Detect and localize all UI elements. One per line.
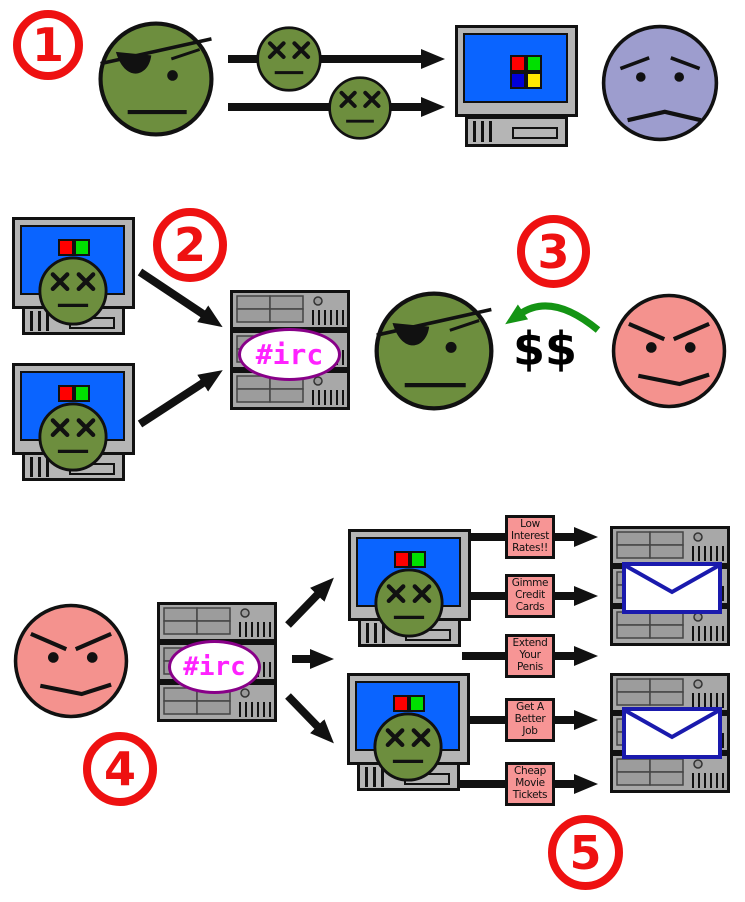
step-number: 4	[103, 742, 136, 796]
spam-message-box: Get A Better Job	[505, 698, 555, 742]
vent-lines	[473, 121, 495, 143]
irc-server: #irc	[230, 290, 350, 410]
irc-channel-bubble: #irc	[238, 328, 341, 381]
envelope-icon	[622, 562, 722, 614]
step-badge-1: 1	[13, 10, 83, 80]
infected-computer-4	[347, 673, 470, 793]
logo-square-yellow	[526, 72, 542, 89]
step-number: 5	[569, 825, 602, 880]
dead-face-icon	[372, 711, 444, 783]
spam-message-box: Gimme Credit Cards	[505, 574, 555, 618]
mail-server-2	[610, 673, 730, 793]
windows-logo-icon	[58, 385, 90, 402]
vent-lines	[30, 457, 52, 477]
step-badge-4: 4	[83, 732, 157, 806]
angry-face-icon	[12, 602, 130, 720]
step-badge-2: 2	[153, 208, 227, 282]
logo-square-green	[526, 55, 542, 72]
windows-logo-icon	[393, 695, 425, 712]
money-label: $$	[513, 322, 578, 376]
windows-logo-icon	[394, 551, 426, 568]
pirate-face-icon	[373, 290, 495, 412]
bot-connect-arrow-2	[137, 370, 223, 428]
dead-face-icon	[37, 255, 109, 327]
logo-square-green	[74, 385, 90, 402]
irc-channel-bubble: #irc	[168, 640, 261, 694]
dead-face-icon	[37, 401, 109, 473]
irc-channel-label: #irc	[255, 338, 324, 371]
logo-square-red	[58, 385, 74, 402]
money-arrow-icon	[505, 302, 601, 333]
dead-face-icon	[255, 25, 323, 93]
infected-computer-3	[348, 529, 471, 649]
bot-connect-arrow-1	[137, 268, 223, 328]
mail-server-1	[610, 526, 730, 646]
vent-lines	[30, 311, 52, 331]
logo-square-red	[393, 695, 409, 712]
step-badge-3: 3	[517, 215, 590, 288]
windows-logo-icon	[58, 239, 90, 256]
angry-face-icon	[610, 292, 728, 410]
vent-lines	[366, 623, 388, 643]
infected-computer-2	[12, 363, 135, 483]
vent-lines	[365, 767, 387, 787]
logo-square-blue	[510, 72, 526, 89]
step-badge-5: 5	[548, 815, 623, 890]
command-arrow-down	[285, 693, 334, 744]
irc-channel-label: #irc	[183, 652, 246, 682]
monitor-screen	[463, 33, 568, 103]
envelope-icon	[622, 707, 722, 759]
spam-message-box: Cheap Movie Tickets	[505, 762, 555, 806]
dead-face-icon	[327, 75, 393, 141]
logo-square-red	[394, 551, 410, 568]
disk-slot	[512, 127, 558, 139]
target-computer	[455, 25, 578, 147]
spam-message-box: Extend Your Penis	[505, 634, 555, 678]
pirate-face-icon	[97, 20, 215, 138]
dead-face-icon	[373, 567, 445, 639]
logo-square-red	[510, 55, 526, 72]
command-arrow-up	[285, 577, 334, 628]
windows-logo-icon	[510, 55, 542, 89]
logo-square-green	[410, 551, 426, 568]
irc-server: #irc	[157, 602, 277, 722]
spam-message-box: Low Interest Rates!!	[505, 515, 555, 559]
step-number: 3	[537, 224, 570, 279]
step-number: 2	[173, 218, 206, 272]
logo-square-green	[409, 695, 425, 712]
step-number: 1	[31, 18, 64, 72]
sad-face-icon	[600, 23, 720, 143]
logo-square-red	[58, 239, 74, 256]
monitor-bezel	[455, 25, 578, 117]
computer-base	[465, 116, 568, 147]
logo-square-green	[74, 239, 90, 256]
infected-computer-1	[12, 217, 135, 337]
